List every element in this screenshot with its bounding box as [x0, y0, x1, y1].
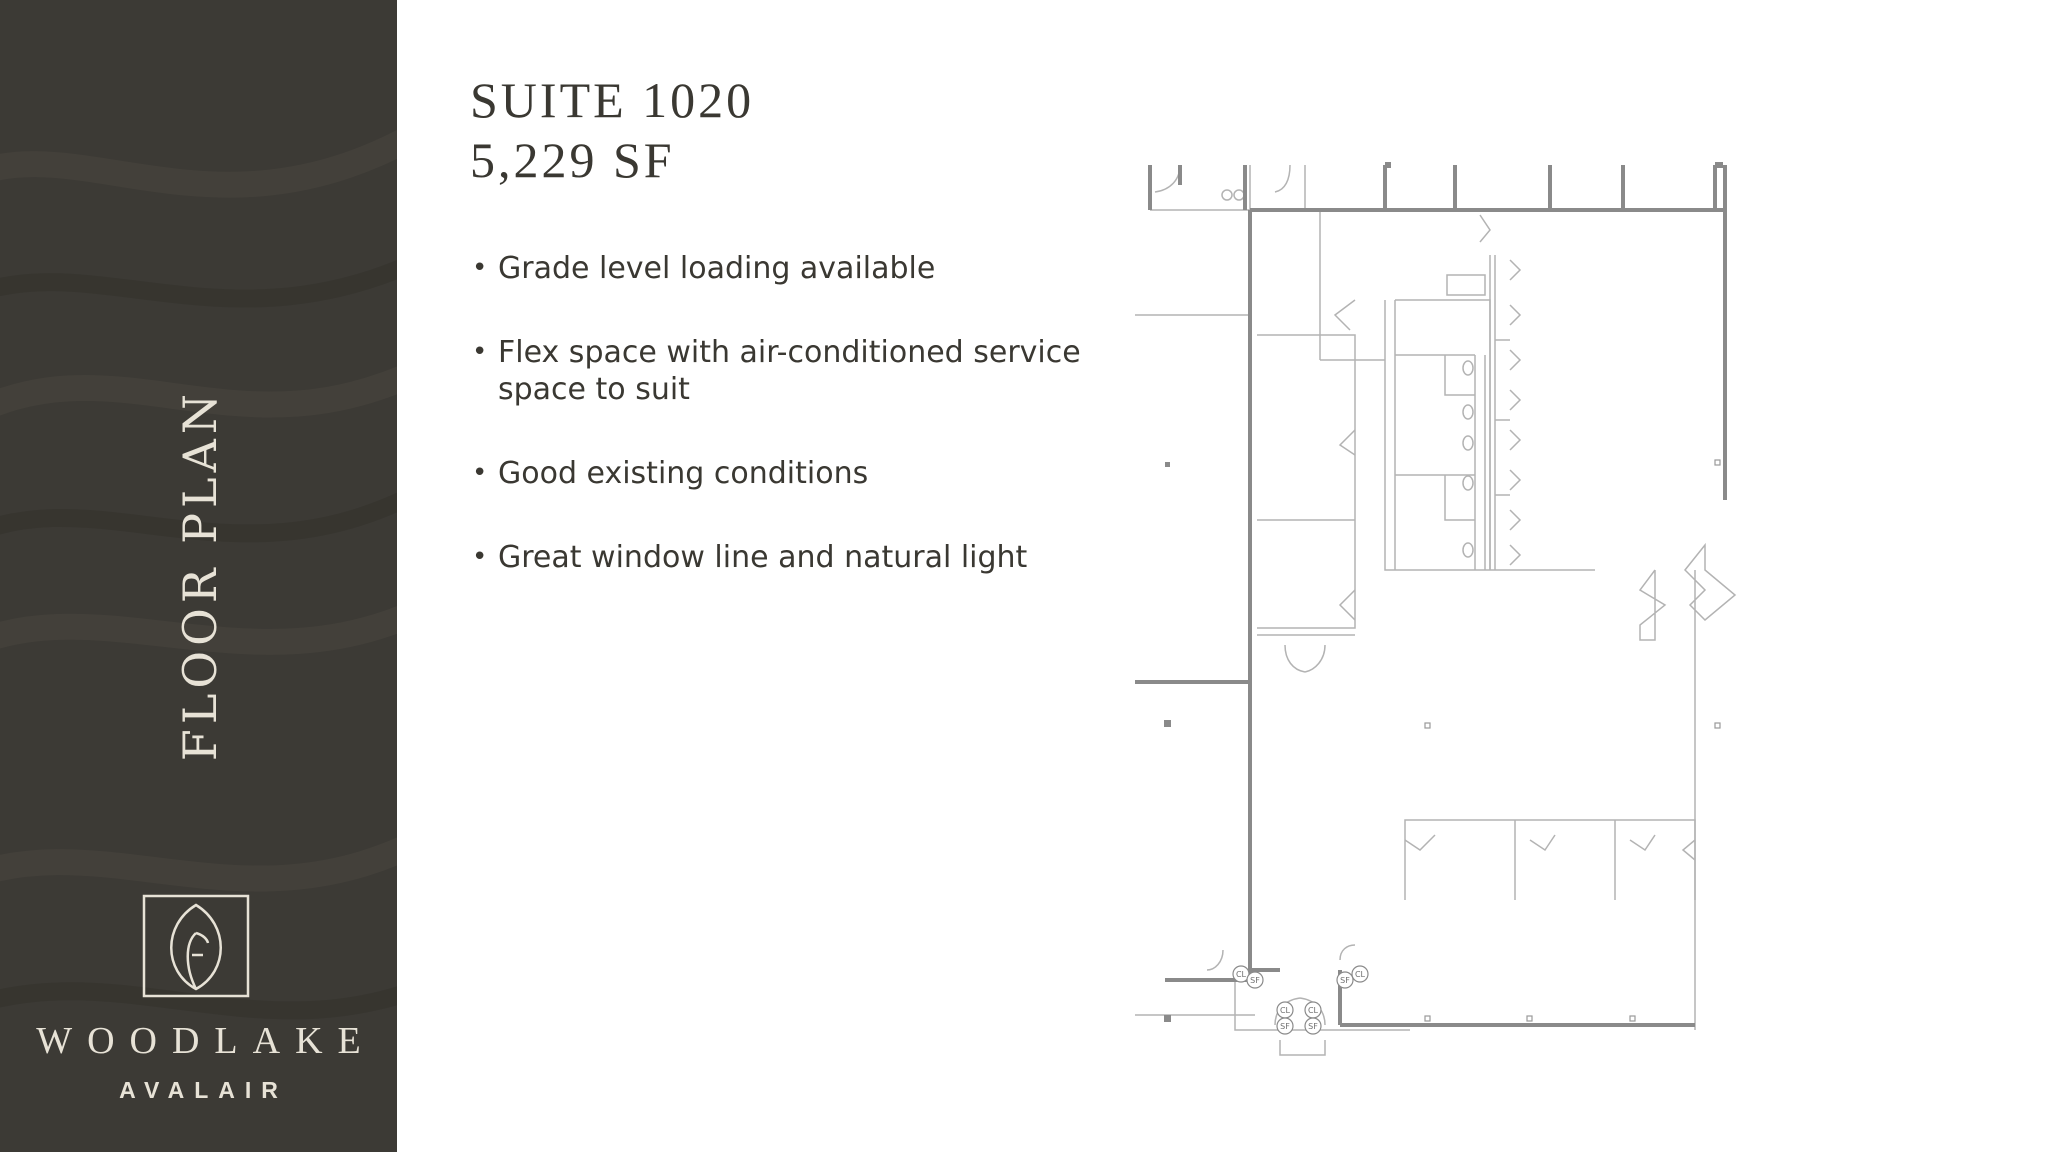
- plan-label: SF: [1340, 976, 1350, 985]
- floor-plan-drawing: CL SF CL SF CL SF CL SF: [1135, 162, 1737, 1056]
- brand-name: WOODLAKE: [36, 1020, 376, 1062]
- feature-item: • Grade level loading available: [470, 250, 1090, 287]
- plan-label: SF: [1250, 976, 1260, 985]
- section-title: FLOOR PLAN: [173, 388, 227, 762]
- feature-text: Good existing conditions: [498, 456, 869, 491]
- feature-text: Great window line and natural light: [498, 540, 1028, 575]
- suite-area: 5,229 SF: [470, 132, 675, 188]
- plan-label: CL: [1280, 1006, 1291, 1015]
- feature-text: Flex space with air-conditioned service …: [498, 335, 1081, 407]
- feature-item: • Great window line and natural light: [470, 539, 1090, 576]
- feature-item: • Good existing conditions: [470, 455, 1090, 492]
- plan-label: CL: [1355, 970, 1366, 979]
- suite-number: SUITE 1020: [470, 72, 755, 128]
- bullet-icon: •: [472, 542, 488, 572]
- plan-label: CL: [1236, 970, 1247, 979]
- sidebar-texture: [0, 129, 397, 1020]
- leaf-in-square-icon: [142, 894, 250, 998]
- feature-list: • Grade level loading available • Flex s…: [470, 250, 1090, 623]
- plan-label: SF: [1280, 1022, 1290, 1031]
- plan-label: CL: [1308, 1006, 1319, 1015]
- bullet-icon: •: [472, 337, 488, 367]
- plan-label: SF: [1308, 1022, 1318, 1031]
- bullet-icon: •: [472, 253, 488, 283]
- suite-heading: SUITE 1020 5,229 SF: [470, 70, 754, 190]
- feature-text: Grade level loading available: [498, 251, 936, 286]
- sidebar: FLOOR PLAN WOODLAKE AVALAIR: [0, 0, 397, 1152]
- bullet-icon: •: [472, 458, 488, 488]
- brand-subname: AVALAIR: [119, 1077, 288, 1103]
- feature-item: • Flex space with air-conditioned servic…: [470, 334, 1090, 408]
